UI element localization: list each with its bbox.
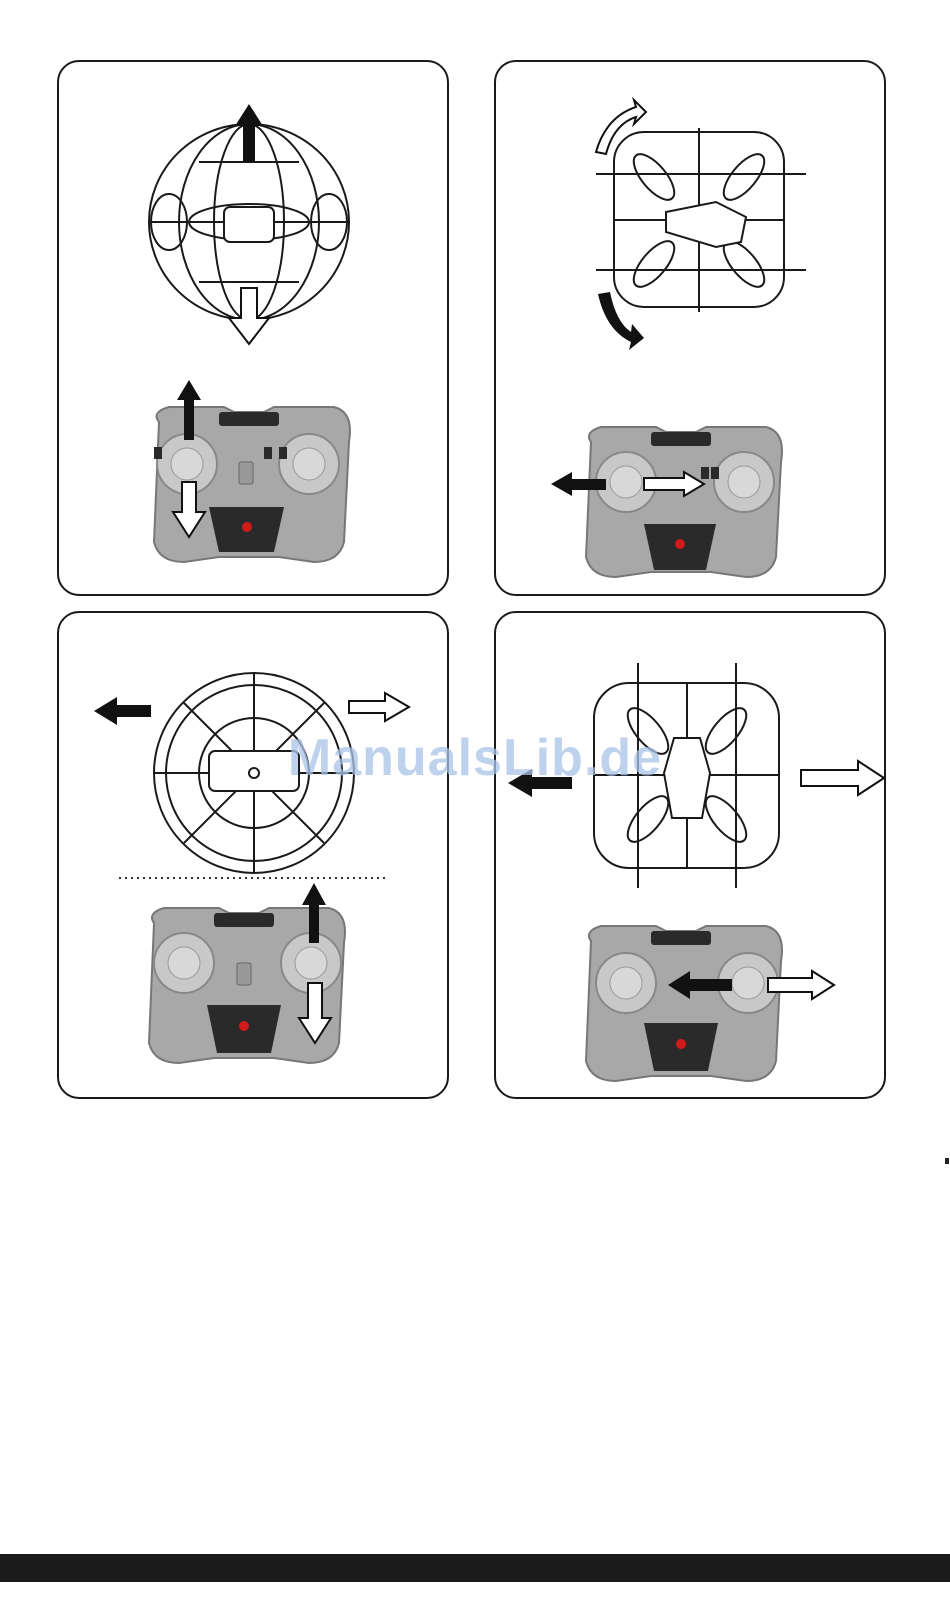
watermark: ManualsLib.de <box>0 728 950 788</box>
instruction-panel-forward-backward <box>57 611 449 1099</box>
instruction-panel-ascend-descend <box>57 60 449 596</box>
sideways-illustration <box>496 613 886 1099</box>
down-arrow-icon <box>229 288 269 344</box>
instruction-panel-rotate <box>494 60 886 596</box>
ascend-descend-illustration <box>59 62 449 596</box>
instruction-panel-sideways <box>494 611 886 1099</box>
edge-mark <box>945 1158 949 1164</box>
drone-cage-top-view <box>596 128 806 312</box>
forward-backward-illustration <box>59 613 449 1099</box>
forward-arrow-icon <box>349 693 409 721</box>
rotate-arrow-bottom-icon <box>598 292 644 350</box>
rotate-illustration <box>496 62 886 596</box>
remote-controller <box>586 427 782 577</box>
footer-bar <box>0 1554 950 1582</box>
backward-arrow-icon <box>94 697 151 725</box>
remote-controller <box>586 926 782 1081</box>
rotate-arrow-top-icon <box>596 100 646 154</box>
up-arrow-icon <box>235 104 263 162</box>
